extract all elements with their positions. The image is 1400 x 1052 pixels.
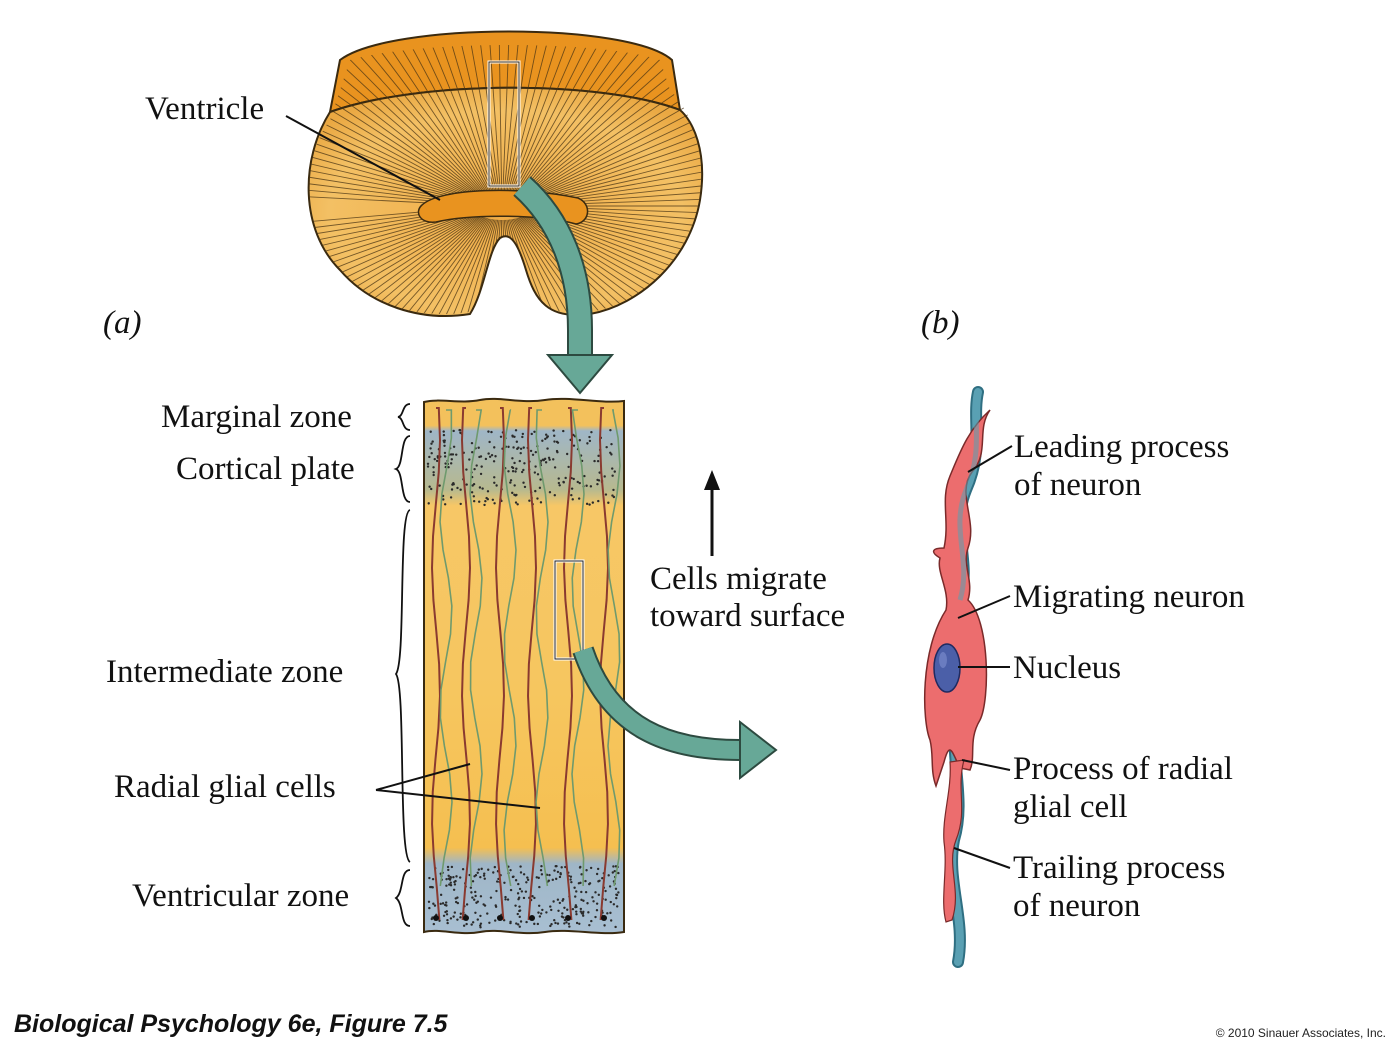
- panel-a-label: (a): [103, 305, 142, 341]
- panel-b-label: (b): [921, 305, 960, 341]
- ventricular-zone-label: Ventricular zone: [132, 878, 350, 914]
- leading-process-label-line1: Leading process: [1014, 429, 1230, 465]
- radial-glial-leader-1: [375, 763, 471, 791]
- migration-direction-arrow: [704, 470, 720, 556]
- migrating-neuron-label: Migrating neuron: [1013, 579, 1245, 615]
- copyright-notice: © 2010 Sinauer Associates, Inc.: [1215, 1026, 1386, 1040]
- cortical-plate-label: Cortical plate: [176, 451, 355, 487]
- cortical-column: [423, 397, 625, 935]
- radial-glial-cells-label: Radial glial cells: [114, 769, 336, 805]
- brain-cross-section: [307, 30, 704, 317]
- nucleus-label: Nucleus: [1013, 650, 1122, 686]
- trailing-process-label-line2: of neuron: [1013, 888, 1141, 924]
- trailing-process-label-line1: Trailing process: [1013, 850, 1226, 886]
- glial-process-label-line1: Process of radial: [1013, 751, 1233, 787]
- marginal-zone-label: Marginal zone: [161, 399, 352, 435]
- migrating-neuron-illustration: [923, 386, 991, 968]
- migrate-label-line1: Cells migrate: [650, 561, 827, 597]
- zone-braces: [393, 403, 411, 927]
- leading-process-label-line2: of neuron: [1014, 467, 1142, 503]
- neuron-leaders: [953, 445, 1013, 869]
- glial-process-label-line2: glial cell: [1013, 789, 1128, 825]
- zoom-arrow-to-neuron: [572, 646, 778, 781]
- radial-glial-leader-2: [375, 789, 541, 809]
- ventricle-label: Ventricle: [145, 91, 265, 127]
- figure-caption: Biological Psychology 6e, Figure 7.5: [14, 1010, 448, 1038]
- intermediate-zone-label: Intermediate zone: [106, 654, 344, 690]
- ventricle-leader-line: [285, 115, 441, 201]
- zoom-arrow-to-column: [513, 176, 615, 395]
- migrate-label-line2: toward surface: [650, 598, 846, 634]
